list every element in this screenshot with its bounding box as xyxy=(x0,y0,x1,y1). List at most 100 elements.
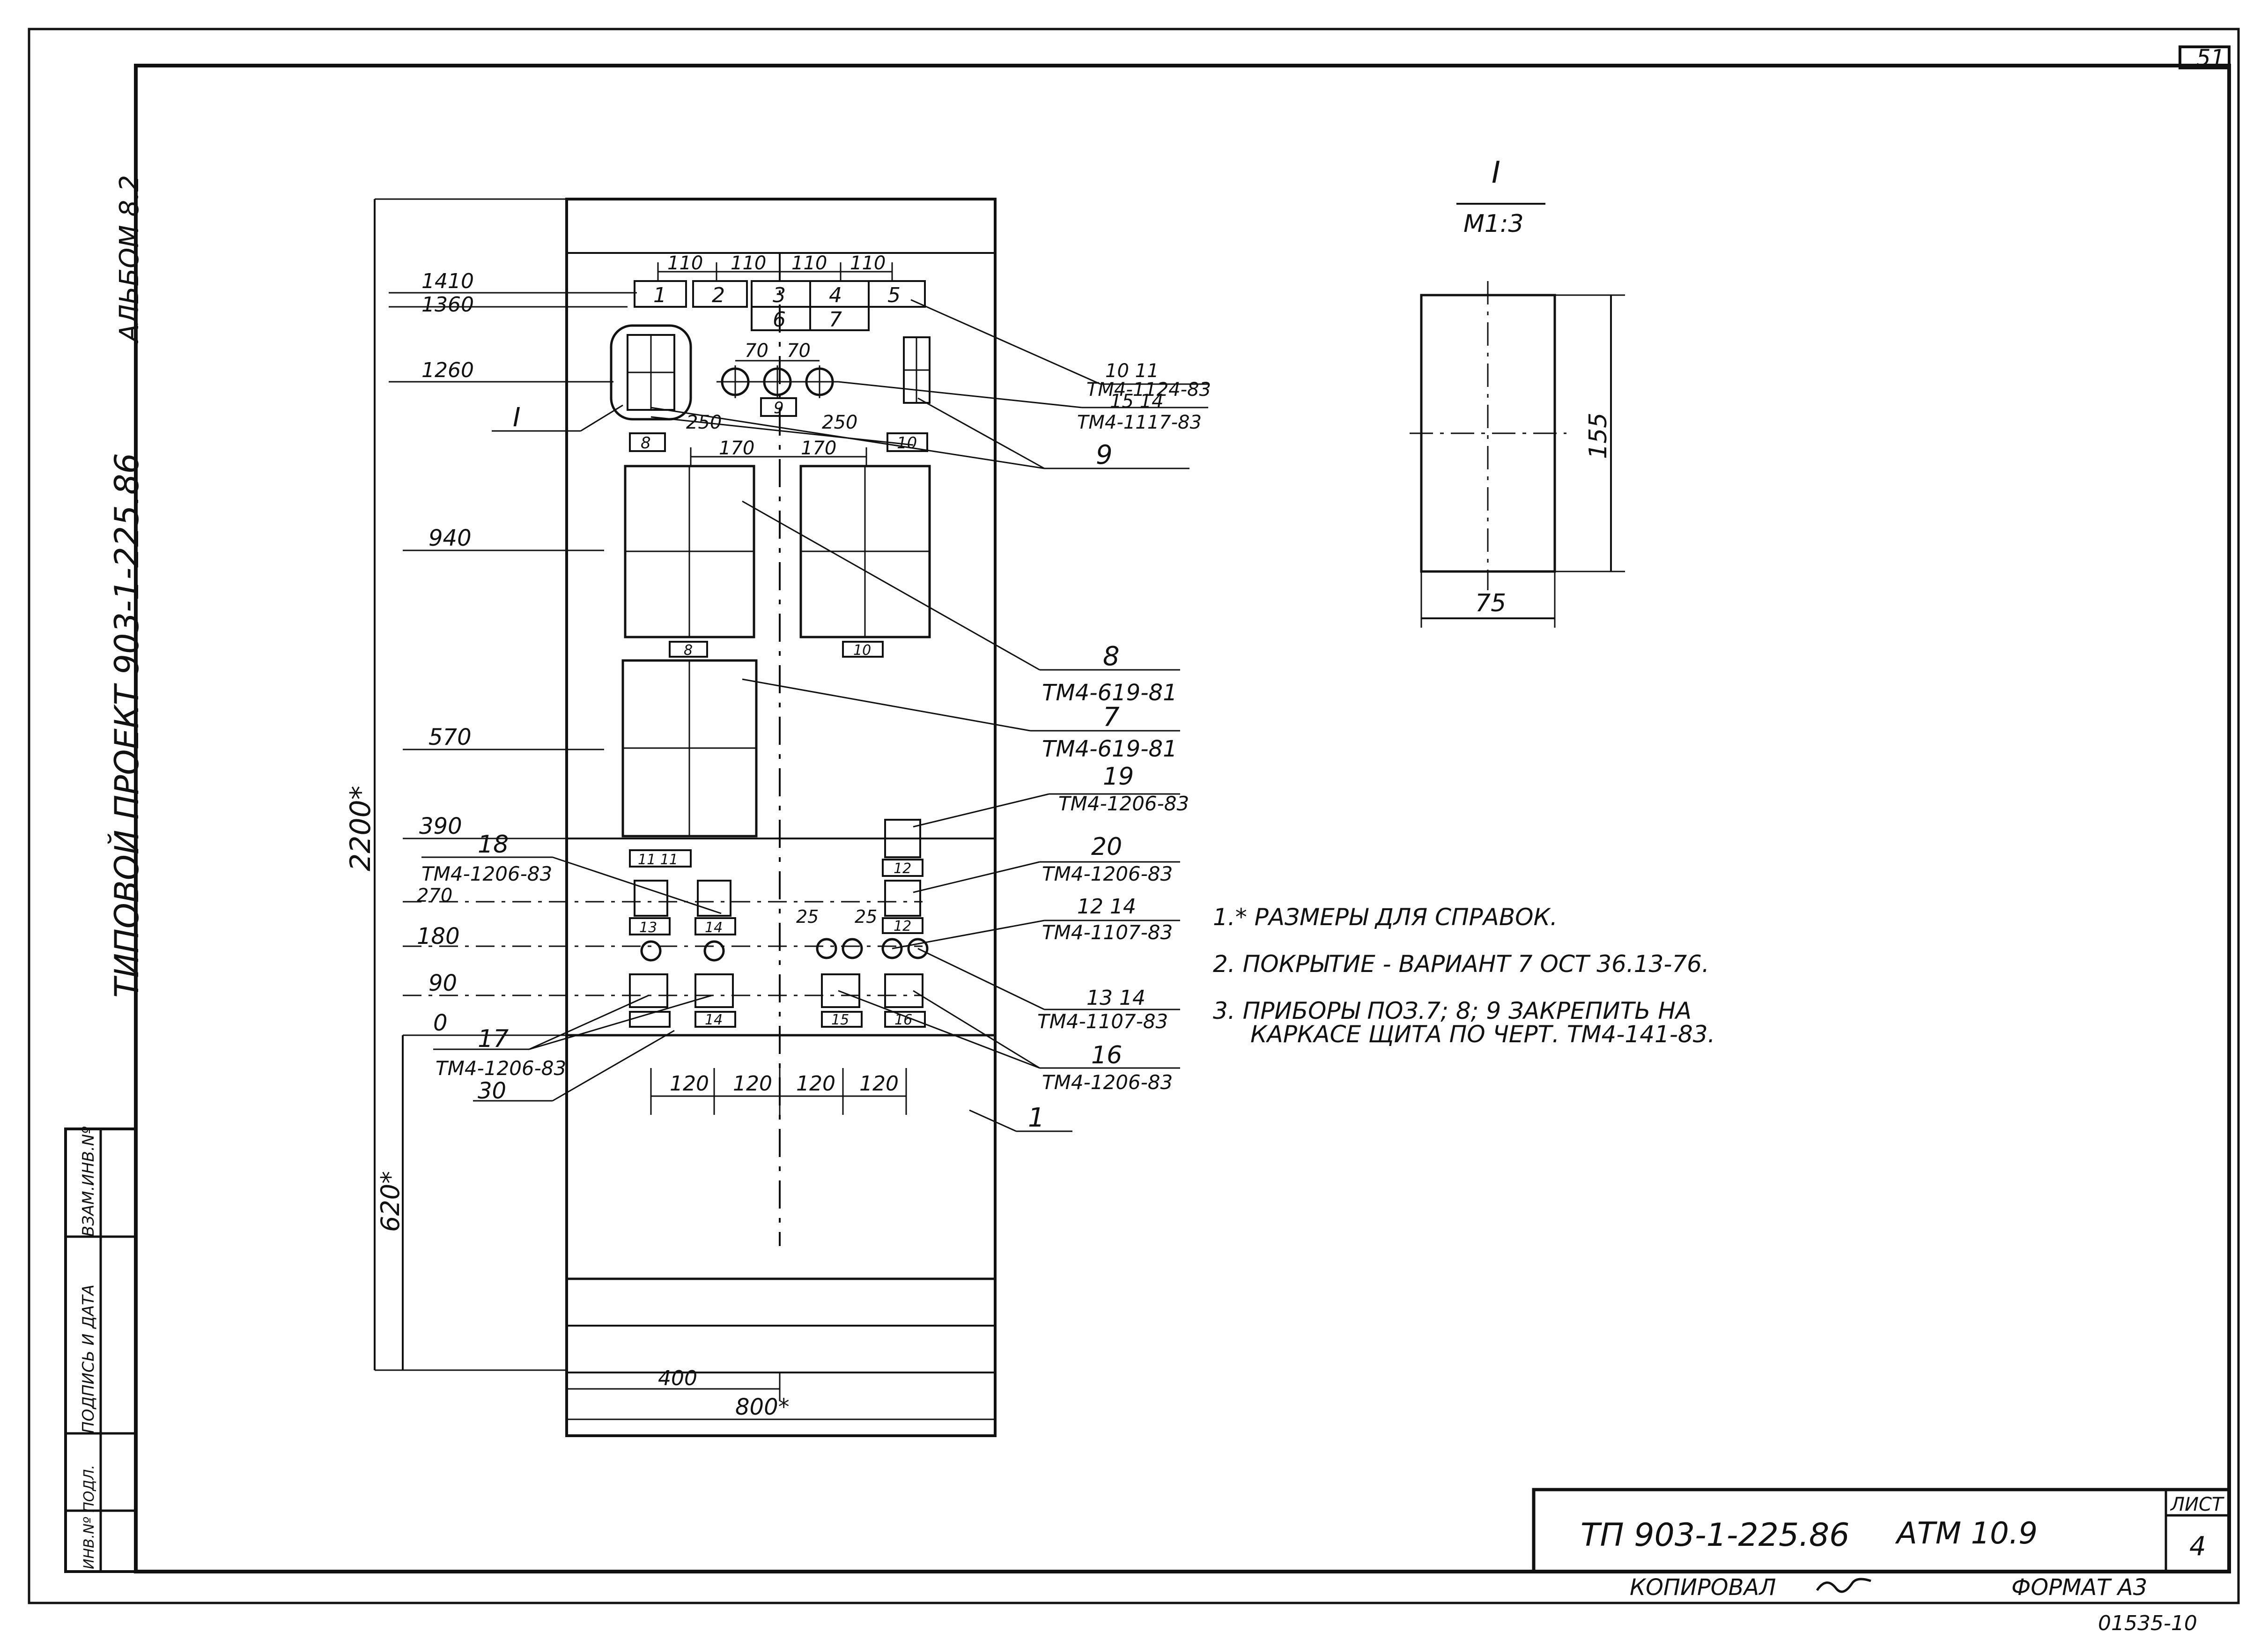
instrument-upper-left xyxy=(624,465,755,638)
outer-sheet-border xyxy=(28,28,2240,1604)
plate-11-11-label: 11 11 xyxy=(638,852,678,868)
callout-15-14: 15 14 xyxy=(1110,391,1164,412)
dim-170-row xyxy=(690,447,867,466)
callout-19: 19 xyxy=(1103,763,1134,791)
callout-9: 9 xyxy=(1096,440,1113,470)
plate-8 xyxy=(629,432,666,452)
dim-25-a: 25 xyxy=(796,906,819,927)
detail-view: I М1:3 155 75 xyxy=(1410,156,1625,628)
callout-7: 7 xyxy=(1103,702,1120,733)
callout-20-code: ТМ4-1206-83 xyxy=(1042,862,1173,885)
callout-17: 17 xyxy=(478,1025,509,1053)
plate-16-label: 16 xyxy=(894,1012,912,1028)
callout-1: 1 xyxy=(1028,1103,1045,1133)
plate-12b-label: 12 xyxy=(894,918,911,935)
dim-70-b: 70 xyxy=(787,340,811,362)
panel-front-view xyxy=(565,198,997,1437)
plate-13 xyxy=(629,917,671,935)
box-6: 6 xyxy=(773,308,786,332)
callout-12-14: 12 14 xyxy=(1077,895,1136,919)
detail-scale: М1:3 xyxy=(1463,210,1524,238)
elev-180: 180 xyxy=(417,923,460,950)
left-stamp: ВЗАМ.ИНВ.Nº ПОДПИСЬ И ДАТА ИНВ.Nº ПОДЛ. xyxy=(64,1127,137,1573)
plate-10b xyxy=(842,641,884,658)
callout-15-14-code: ТМ4-1117-83 xyxy=(1077,412,1202,433)
dim-70-a: 70 xyxy=(745,340,768,362)
dim-250-b: 250 xyxy=(822,412,857,433)
plate-12 xyxy=(882,859,923,877)
sheet-code: АТМ 10.9 xyxy=(1895,1516,2038,1551)
width-dimension xyxy=(567,1372,995,1420)
dim-110-d: 110 xyxy=(850,252,886,274)
device-17-left xyxy=(629,973,668,1008)
elev-1410: 1410 xyxy=(421,269,474,293)
dim-120-a: 120 xyxy=(670,1072,709,1096)
dim-250-line xyxy=(650,416,914,446)
device-16-left xyxy=(821,973,860,1008)
callout-7-code: ТМ4-619-81 xyxy=(1042,736,1177,762)
height-2200: 2200* xyxy=(344,786,377,871)
dim-110-row xyxy=(657,262,893,281)
dim-120-c: 120 xyxy=(796,1072,835,1096)
elev-1260: 1260 xyxy=(421,358,474,382)
format-label: ФОРМАТ А3 xyxy=(2011,1574,2147,1601)
elev-0: 0 xyxy=(433,1010,448,1036)
callout-18: 18 xyxy=(478,831,509,859)
stamp-inv-podl: ИНВ.Nº ПОДЛ. xyxy=(81,1465,97,1569)
title-block: ТП 903-1-225.86 АТМ 10.9 ЛИСТ 4 xyxy=(1532,1488,2231,1573)
stamp-podpis: ПОДПИСЬ И ДАТА xyxy=(79,1284,98,1433)
detail-title: I xyxy=(1492,156,1500,190)
top-box-row xyxy=(634,280,926,331)
device-17-right xyxy=(694,973,734,1008)
height-620: 620* xyxy=(376,1171,405,1232)
device-19 xyxy=(884,819,921,858)
signal-lamps-top xyxy=(717,360,838,398)
note-3: 3. ПРИБОРЫ ПОЗ.7; 8; 9 ЗАКРЕПИТЬ НА xyxy=(1213,997,1692,1024)
doc-code: ТП 903-1-225.86 xyxy=(1581,1517,1849,1554)
plate-14 xyxy=(694,917,736,935)
dim-110-c: 110 xyxy=(791,252,827,274)
dim-25-b: 25 xyxy=(855,906,877,927)
callout-16-code: ТМ4-1206-83 xyxy=(1042,1071,1173,1094)
callout-8: 8 xyxy=(1103,641,1120,672)
elev-1360: 1360 xyxy=(421,293,474,317)
dim-170-a: 170 xyxy=(719,438,754,459)
copier-signature xyxy=(1816,1578,1871,1593)
dim-170-b: 170 xyxy=(801,438,836,459)
copied-label: КОПИРОВАЛ xyxy=(1630,1574,1776,1601)
callout-8-code: ТМ4-619-81 xyxy=(1042,680,1177,706)
elev-90: 90 xyxy=(428,970,457,996)
leader-lines xyxy=(421,299,1208,1132)
project-label: ТИПОВОЙ ПРОЕКТ 903-1-225.86 xyxy=(108,453,146,998)
plate-9-label: 9 xyxy=(774,399,784,417)
elev-270: 270 xyxy=(417,885,452,906)
plate-13-label: 13 xyxy=(639,920,657,936)
width-800: 800* xyxy=(735,1394,790,1420)
callout-17-code: ТМ4-1206-83 xyxy=(436,1057,566,1080)
box-1: 1 xyxy=(653,283,666,307)
plate-14-label: 14 xyxy=(705,920,723,936)
device-18-left xyxy=(634,880,668,917)
dim-120-b: 120 xyxy=(733,1072,772,1096)
device-18-right xyxy=(697,880,731,917)
elev-570: 570 xyxy=(428,724,472,750)
detail-width: 75 xyxy=(1475,589,1506,617)
box-4: 4 xyxy=(829,283,842,307)
callout-13-14: 13 14 xyxy=(1086,986,1145,1010)
box-3: 3 xyxy=(773,283,786,307)
box-2: 2 xyxy=(712,283,725,307)
instrument-upper-right xyxy=(799,465,931,638)
device-20 xyxy=(884,880,921,917)
callout-10-11-code: ТМ4-1124-83 xyxy=(1086,379,1211,401)
callout-18-code: ТМ4-1206-83 xyxy=(421,862,552,885)
callout-10-11: 10 11 xyxy=(1105,360,1159,382)
plate-15-label: 15 xyxy=(831,1012,849,1028)
plate-11-11 xyxy=(629,849,692,868)
dim-120-d: 120 xyxy=(859,1072,899,1096)
callout-19-code: ТМ4-1206-83 xyxy=(1058,792,1189,815)
box-5: 5 xyxy=(887,283,901,307)
plate-16 xyxy=(884,1011,926,1028)
meter-right-upper xyxy=(903,336,931,404)
sheet-number-box xyxy=(2179,45,2231,69)
